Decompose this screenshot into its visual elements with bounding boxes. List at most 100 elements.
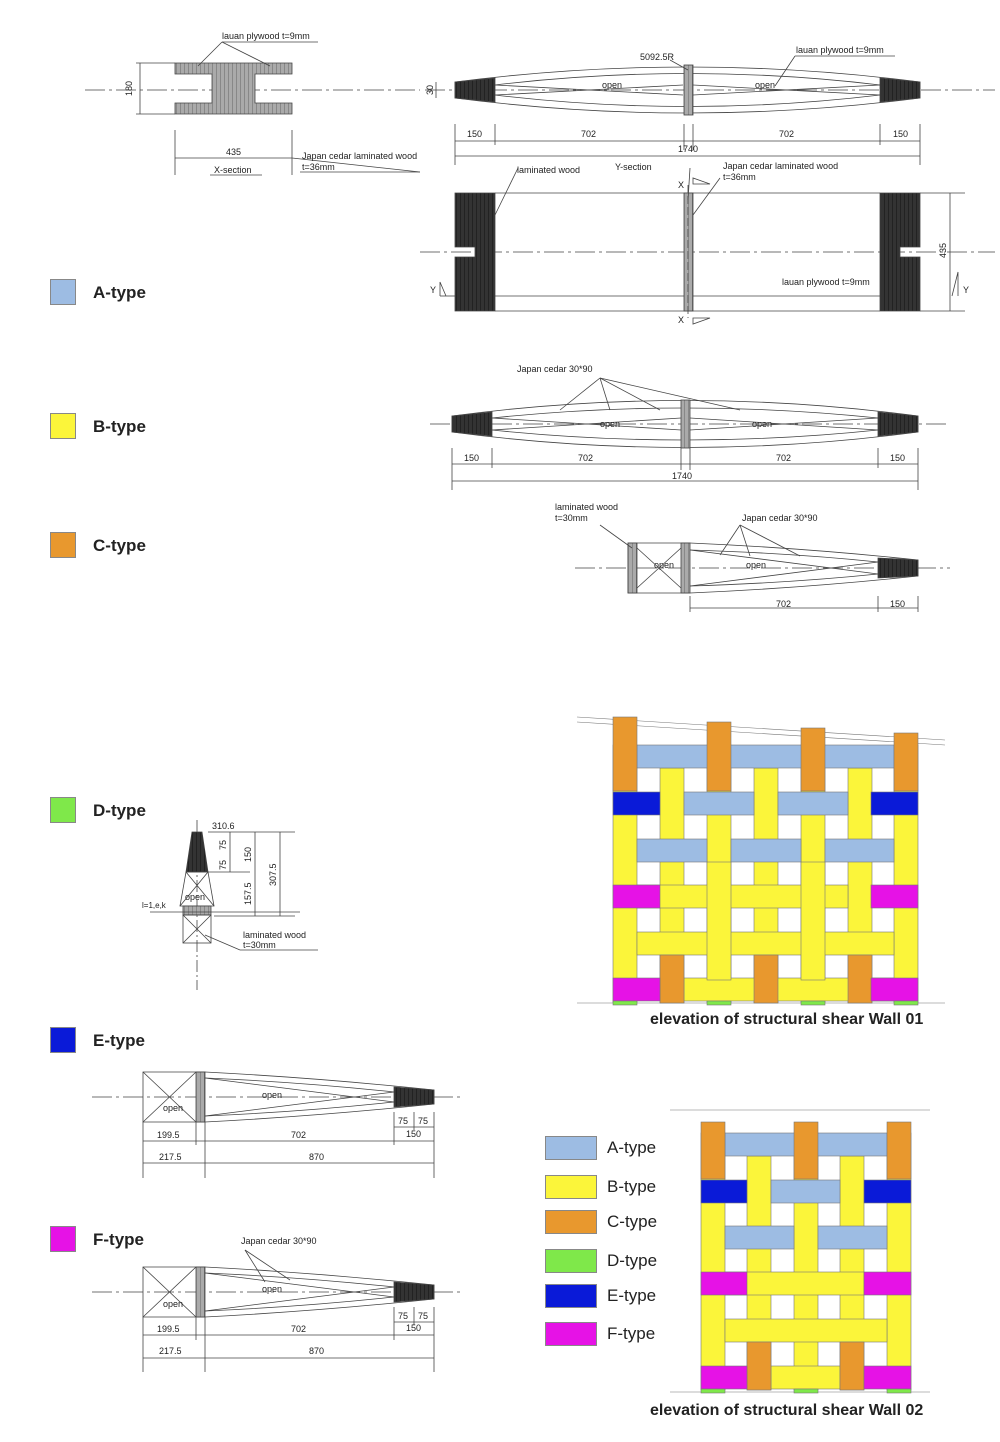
wall02-a-beam [724, 1225, 795, 1250]
x-plywood-note: lauan plywood t=9mm [222, 31, 310, 41]
b-dim-150-left: 150 [464, 453, 479, 463]
y-cedar-note-2: t=36mm [723, 172, 756, 182]
e-dim-199: 199.5 [157, 1130, 180, 1140]
a-radius-label: 5092.5R [640, 52, 675, 62]
a-thickness-dim: 30 [425, 85, 435, 95]
wall01-c-post [893, 732, 919, 792]
a-dim-150-right: 150 [893, 129, 908, 139]
a-plywood-note: lauan plywood t=9mm [796, 45, 884, 55]
d-open-label: open [185, 892, 205, 902]
d-lam-note-1: laminated wood [243, 930, 306, 940]
wall02-d-block [700, 1388, 726, 1394]
legend-swatch [545, 1284, 597, 1308]
shear-wall-01 [576, 716, 946, 1006]
legend-label: B-type [607, 1177, 657, 1196]
y-mark-y-right: Y [963, 285, 969, 295]
a-dim-150-left: 150 [467, 129, 482, 139]
wall01-f-block [612, 884, 661, 909]
f-cedar-note: Japan cedar 30*90 [241, 1236, 317, 1246]
wall02-d-block [793, 1388, 819, 1394]
c-open-label-1: open [654, 560, 674, 570]
a-open-label-1: open [602, 80, 622, 90]
legend-swatch [545, 1249, 597, 1273]
a-dim-702-left: 702 [581, 129, 596, 139]
e-dim-870: 870 [309, 1152, 324, 1162]
wall02-c-post [793, 1121, 819, 1180]
d-type-label: D-type [93, 801, 146, 820]
wall01-c-post [847, 954, 873, 1004]
e-open-label-2: open [262, 1090, 282, 1100]
f-type-drawing [92, 1249, 462, 1372]
wall02-c-post [886, 1121, 912, 1180]
wall01-f-block [870, 884, 919, 909]
x-section-title: X-section [214, 165, 252, 175]
f-dim-75a: 75 [398, 1311, 408, 1321]
legend-label: E-type [607, 1286, 657, 1305]
b-open-label-2: open [752, 419, 772, 429]
a-open-label-2: open [755, 80, 775, 90]
wall01-caption: elevation of structural shear Wall 01 [650, 1011, 924, 1028]
wall02-caption: elevation of structural shear Wall 02 [650, 1402, 924, 1419]
d-dim-150: 150 [243, 847, 253, 862]
f-dim-199: 199.5 [157, 1324, 180, 1334]
wall01-c-post [753, 954, 779, 1004]
wall02-f-block [863, 1365, 912, 1390]
f-dim-870: 870 [309, 1346, 324, 1356]
c-lam-note-2: t=30mm [555, 513, 588, 523]
wall01-d-block [893, 1000, 919, 1006]
wall01-f-block [612, 977, 661, 1002]
legend-label: D-type [607, 1251, 658, 1270]
d-dim-157: 157.5 [243, 882, 253, 905]
e-type-swatch [50, 1027, 76, 1053]
y-mark-x-bottom: X [678, 315, 684, 325]
wall01-c-post [659, 954, 685, 1004]
b-dim-702-right: 702 [776, 453, 791, 463]
y-mark-x-top: X [678, 180, 684, 190]
b-dim-150-right: 150 [890, 453, 905, 463]
e-dim-75a: 75 [398, 1116, 408, 1126]
wall02-b-beam [724, 1318, 888, 1343]
e-dim-702: 702 [291, 1130, 306, 1140]
b-type-label: B-type [93, 417, 146, 436]
f-type-label: F-type [93, 1230, 144, 1249]
wall01-a-beam [824, 838, 895, 863]
e-type-label: E-type [93, 1031, 145, 1050]
a-type-swatch [50, 279, 76, 305]
f-dim-702: 702 [291, 1324, 306, 1334]
a-elevation-drawing [425, 55, 995, 165]
d-top-dim: 310.6 [212, 821, 235, 831]
wall01-c-post [612, 716, 638, 792]
wall02-a-beam [817, 1225, 888, 1250]
wall02-a-beam [770, 1179, 841, 1204]
c-dim-150: 150 [890, 599, 905, 609]
wall02-e-block [863, 1179, 912, 1204]
wall01-a-beam [683, 791, 755, 816]
f-dim-150: 150 [406, 1323, 421, 1333]
wall02-c-post [746, 1341, 772, 1391]
x-cedar-note-1: Japan cedar laminated wood [302, 151, 417, 161]
a-dim-702-right: 702 [779, 129, 794, 139]
legend-label: F-type [607, 1324, 656, 1343]
wall01-a-beam [636, 744, 895, 769]
wall01-b-post [706, 861, 732, 981]
wall02-f-block [700, 1365, 748, 1390]
b-cedar-note: Japan cedar 30*90 [517, 364, 593, 374]
c-type-label: C-type [93, 536, 146, 555]
d-dim-307: 307.5 [268, 863, 278, 886]
b-type-drawing [430, 377, 950, 490]
wall01-a-beam [777, 791, 849, 816]
wall02-b-beam [770, 1365, 841, 1390]
wall01-e-block [870, 791, 919, 816]
f-open-label-2: open [262, 1284, 282, 1294]
legend-swatch [545, 1175, 597, 1199]
e-dim-217: 217.5 [159, 1152, 182, 1162]
y-width-dim: 435 [938, 243, 948, 258]
wall02-d-block [886, 1388, 912, 1394]
wall01-a-beam [636, 838, 708, 863]
a-dim-total: 1740 [678, 144, 698, 154]
d-lam-note-2: t=30mm [243, 940, 276, 950]
y-plywood-note: lauan plywood t=9mm [782, 277, 870, 287]
legend-label: C-type [607, 1212, 658, 1231]
wall01-b-post [800, 861, 826, 981]
legend-label: A-type [607, 1138, 657, 1157]
